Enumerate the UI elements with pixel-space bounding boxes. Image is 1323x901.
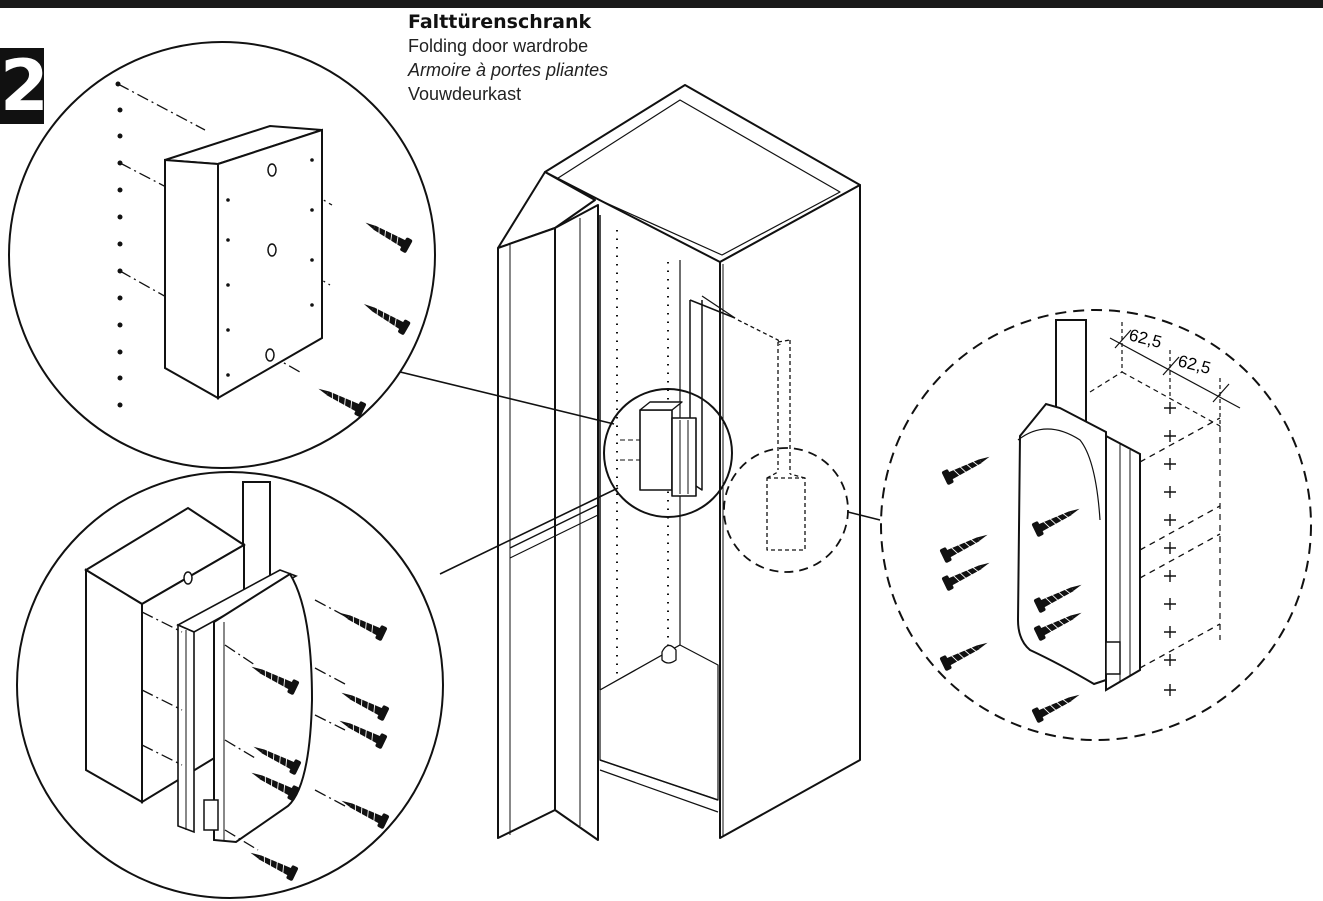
- title-dutch: Vouwdeurkast: [408, 84, 522, 104]
- title-german: Falttürenschrank: [408, 11, 592, 33]
- folding-door-wardrobe: [497, 84, 861, 841]
- top-rule: [0, 0, 1323, 8]
- fitting-callout-circle: [723, 447, 849, 573]
- title-block: Falttürenschrank Folding door wardrobe A…: [408, 10, 608, 106]
- hinge-callout-circle: [603, 388, 733, 518]
- step-number-badge: 2: [0, 45, 49, 127]
- detail-bottom-left: [16, 471, 444, 899]
- title-english: Folding door wardrobe: [408, 36, 589, 56]
- title-french: Armoire à portes pliantes: [408, 60, 609, 80]
- detail-top-left: [8, 41, 436, 469]
- detail-right: 62,5 62,5: [880, 309, 1312, 741]
